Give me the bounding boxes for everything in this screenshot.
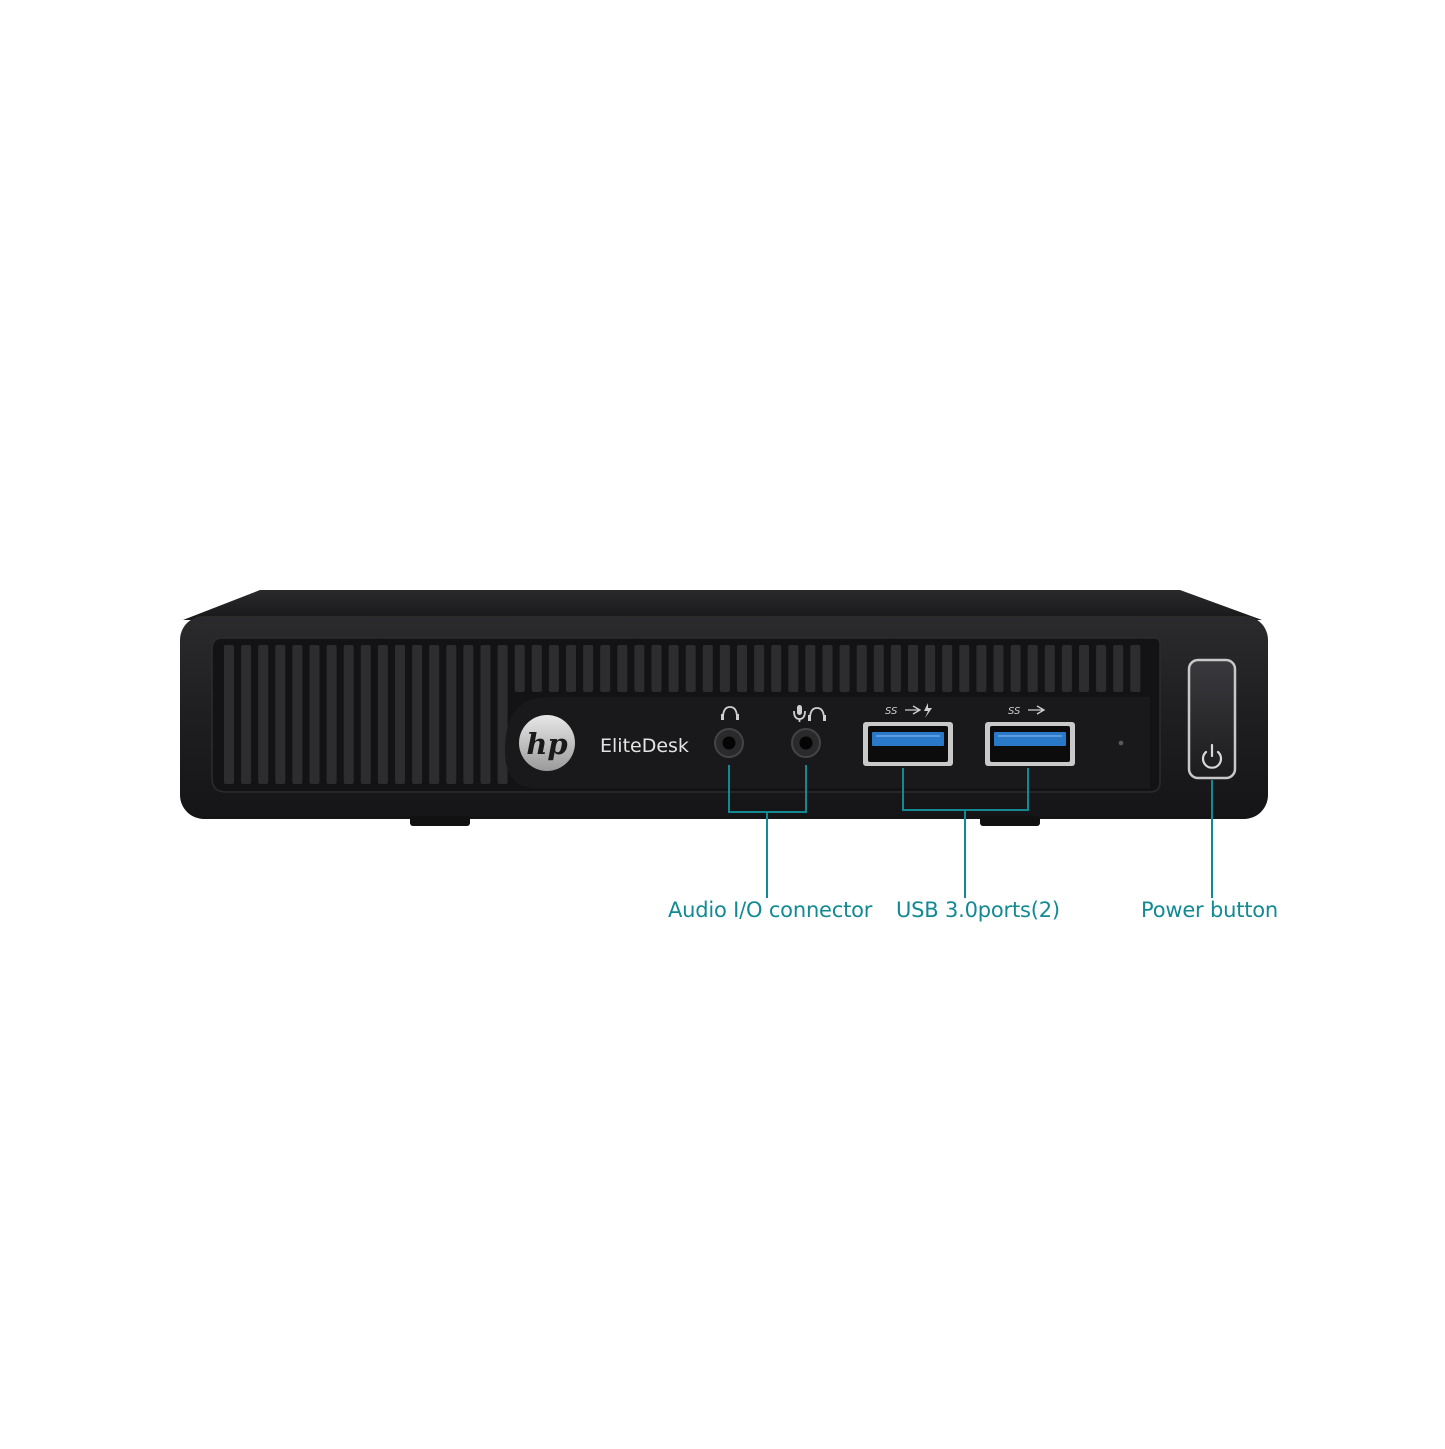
vent-slot (429, 645, 440, 784)
vent-slot (685, 645, 696, 692)
usb-superspeed-icon: SS (1008, 705, 1046, 717)
microphone-headset-jack[interactable] (791, 728, 821, 758)
vent-slot (1096, 645, 1107, 692)
usb-logo-text-2: SS (1008, 706, 1021, 717)
vent-slot (719, 645, 730, 692)
vent-slot (480, 645, 491, 784)
callout-usb-line (902, 768, 1029, 898)
usb-port-2[interactable] (985, 722, 1075, 766)
vent-slot (1079, 645, 1089, 692)
vent-slot (514, 645, 525, 692)
usb-superspeed-icon: SS (885, 703, 932, 718)
power-icon (1201, 743, 1223, 769)
vent-slot (1061, 645, 1072, 692)
vent-slot (326, 645, 337, 784)
usb-ports-label: USB 3.0ports(2) (896, 898, 1060, 922)
vent-slot (258, 645, 269, 784)
vent-slot (566, 645, 576, 692)
vent-slot (377, 645, 388, 784)
microphone-headset-icon (793, 705, 826, 722)
vent-slot (360, 645, 371, 784)
charging-bolt-icon (924, 703, 932, 718)
vent-slot (463, 645, 474, 784)
headphone-icon (721, 706, 739, 720)
power-button[interactable] (1187, 658, 1237, 780)
chassis-foot-right (980, 816, 1040, 826)
vent-slot (241, 645, 252, 784)
vent-slot (412, 645, 423, 784)
vent-slot (668, 645, 679, 692)
vent-slot (1044, 645, 1055, 692)
vent-slot (856, 645, 867, 692)
hp-logo-text: hp (526, 727, 567, 761)
vent-slot (942, 645, 953, 692)
hp-logo: hp (519, 715, 575, 771)
power-button-label: Power button (1141, 898, 1279, 922)
vent-slot (1130, 645, 1141, 692)
vent-slot (309, 645, 320, 784)
vent-slot (651, 645, 662, 692)
vent-slot (548, 645, 559, 692)
vent-slot (702, 645, 713, 692)
vent-slot (908, 645, 918, 692)
vent-slot (839, 645, 850, 692)
vent-slot (343, 645, 354, 784)
usb-port-1[interactable] (863, 722, 953, 766)
vent-slot (1027, 645, 1038, 692)
chassis-foot-left (410, 816, 470, 826)
vent-slot (993, 645, 1004, 692)
vent-slot (600, 645, 611, 692)
usb-logo-text-1: SS (885, 706, 898, 717)
vent-slot (890, 645, 901, 692)
callout-lines (728, 765, 1213, 898)
vent-slot (788, 645, 799, 692)
vent-slot (1010, 645, 1021, 692)
vent-slot (976, 645, 987, 692)
vent-slot (395, 645, 405, 784)
vent-slot (634, 645, 645, 692)
chassis-top (183, 590, 1262, 620)
audio-connector-label: Audio I/O connector (668, 898, 873, 922)
vent-slot (275, 645, 286, 784)
vent-slot (822, 645, 833, 692)
vent-slot (446, 645, 457, 784)
vent-slot (805, 645, 816, 692)
vent-slot (873, 645, 884, 692)
vent-slot (771, 645, 782, 692)
vent-slot (959, 645, 970, 692)
headphone-jack[interactable] (714, 728, 744, 758)
vent-slot (617, 645, 628, 692)
vent-slot (754, 645, 765, 692)
model-name: EliteDesk (600, 735, 689, 757)
vent-slot (292, 645, 303, 784)
vent-slot (583, 645, 594, 692)
vent-slot (737, 645, 747, 692)
activity-led (1118, 740, 1124, 746)
callout-audio-line (728, 765, 807, 898)
ventilation-grille (224, 645, 1141, 784)
vent-slot (1113, 645, 1124, 692)
vent-slot (925, 645, 936, 692)
vent-slot (531, 645, 542, 692)
vent-slot (224, 645, 234, 784)
